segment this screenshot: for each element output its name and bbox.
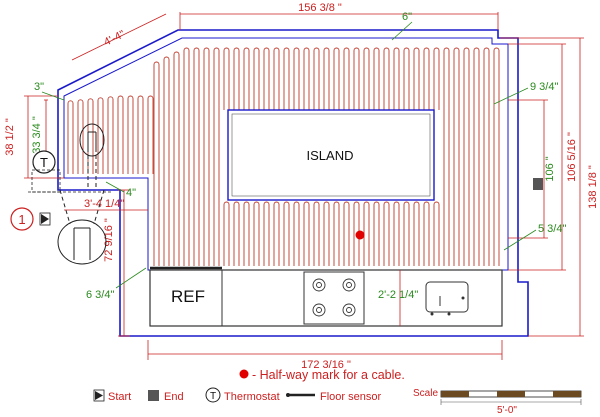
legend-floor-sensor: Floor sensor <box>320 391 381 403</box>
halfway-note: - Half-way mark for a cable. <box>252 368 405 382</box>
thermostat-legend-icon: T <box>205 387 221 403</box>
offset-notch: 4" <box>126 187 136 199</box>
cabinet-run <box>149 269 503 327</box>
sensor-detail-bottom <box>57 189 107 265</box>
svg-text:1: 1 <box>18 212 25 227</box>
sink-icon <box>425 281 469 316</box>
island-label: ISLAND <box>307 148 354 163</box>
stove-icon <box>303 271 365 325</box>
room-wall-outline <box>57 29 529 337</box>
scale-bar: Scale 5'-0" <box>413 388 582 416</box>
heating-cable-layout <box>67 47 500 266</box>
legend-thermostat: Thermostat <box>224 391 280 403</box>
svg-text:T: T <box>40 155 48 170</box>
dim-left-upper-outer: 38 1/2 " <box>4 118 16 156</box>
thermostat-icon: T <box>32 150 56 174</box>
end-legend-icon <box>148 390 159 401</box>
cable-number-marker: 1 <box>10 207 34 231</box>
island-outline <box>227 109 435 201</box>
heated-area-boundary <box>63 37 509 271</box>
dim-top-length: 156 3/8 " <box>298 2 342 14</box>
scale-label: Scale <box>413 388 438 399</box>
dim-right-middle: 106 5/16 " <box>566 132 578 182</box>
legend: Start End T Thermostat Floor sensor <box>93 387 381 403</box>
offset-right-upper: 9 3/4" <box>530 81 558 93</box>
dim-left-upper-inner: 33 3/4 " <box>31 116 43 154</box>
offset-bottom-left: 6 3/4" <box>86 289 114 301</box>
dim-diagonal: 4'-4" <box>102 28 127 48</box>
legend-start: Start <box>108 391 131 403</box>
dim-right-outer: 138 1/8 " <box>587 165 599 209</box>
offset-left-top: 3" <box>34 81 44 93</box>
legend-end: End <box>164 391 184 403</box>
offset-top: 6" <box>402 11 412 23</box>
end-marker <box>533 178 543 190</box>
floor-sensor-legend-icon <box>286 393 315 397</box>
dim-sink-offset: 2'-2 1/4" <box>378 289 418 301</box>
dim-left-lower: 72 9/16 " <box>103 218 115 262</box>
start-marker <box>39 212 51 226</box>
offset-right-lower: 5 3/4" <box>538 223 566 235</box>
dim-right-inner: 106 " <box>544 156 556 181</box>
start-legend-icon <box>95 391 103 400</box>
scale-value: 5'-0" <box>497 405 517 416</box>
dim-bottom-length: 172 3/16 " <box>301 359 351 371</box>
halfway-legend-dot <box>239 369 249 379</box>
svg-text:T: T <box>210 391 216 402</box>
dim-notch-width: 3'-4 1/4" <box>84 198 124 210</box>
sensor-detail-top <box>79 123 105 190</box>
ref-label: REF <box>171 287 205 306</box>
halfway-mark <box>355 230 365 240</box>
